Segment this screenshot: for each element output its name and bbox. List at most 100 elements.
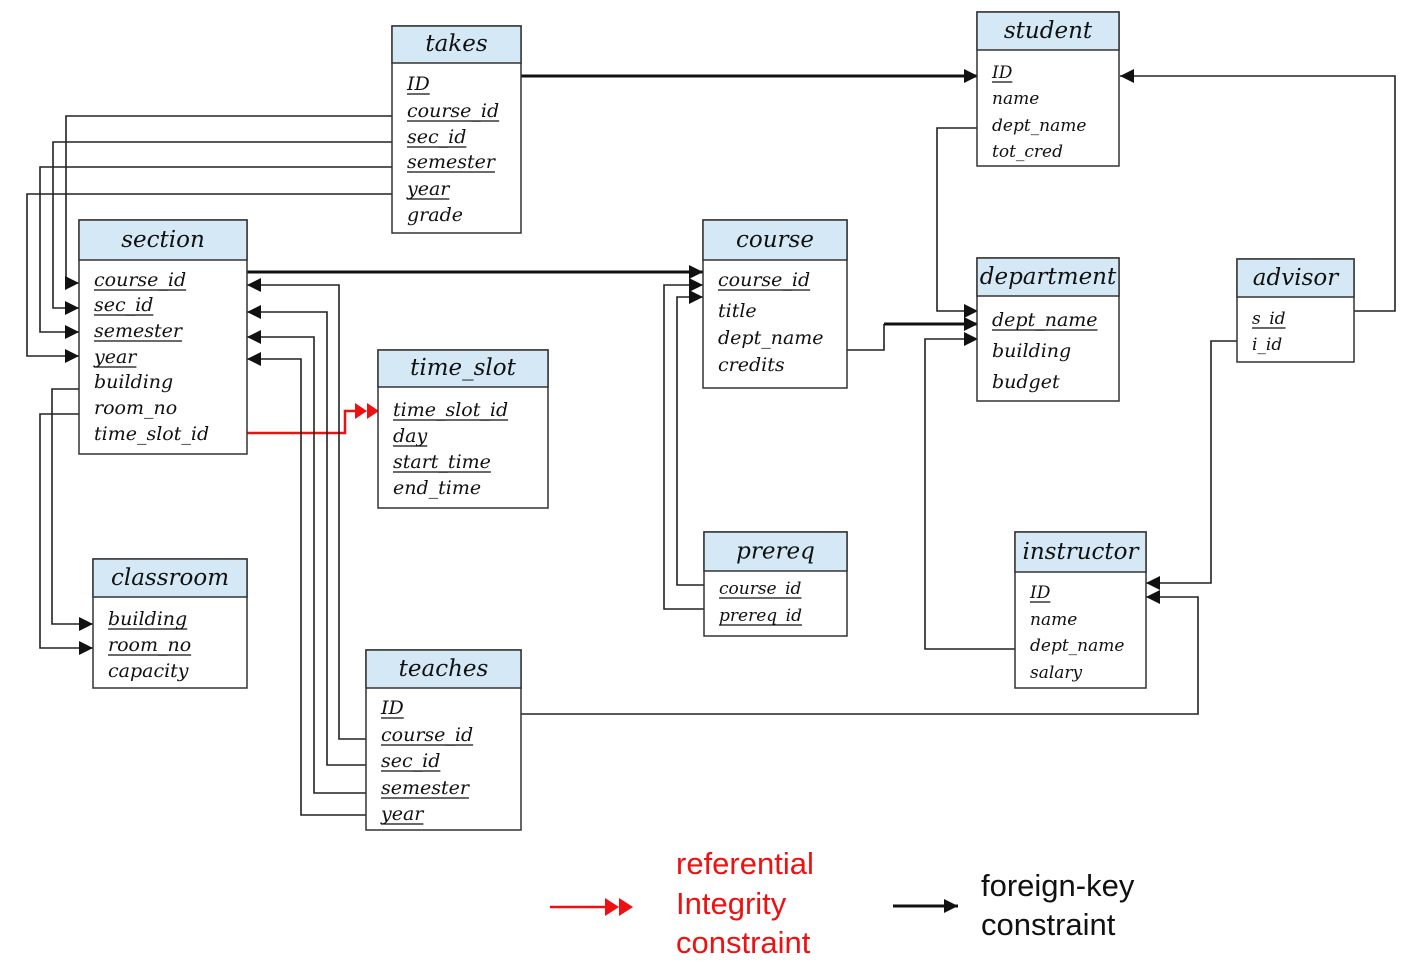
- attribute-time-slot-id: time_slot_id: [393, 399, 508, 421]
- attribute-semester: semester: [94, 320, 184, 342]
- table-title: course: [736, 227, 814, 253]
- legend-referential-line-2: Integrity: [676, 886, 787, 921]
- legend-referential-line-1: referential: [676, 846, 814, 881]
- attribute-course-id: course_id: [718, 269, 810, 291]
- table-section: sectioncourse_idsec_idsemesteryearbuildi…: [78, 219, 248, 455]
- table-header: [976, 257, 1120, 297]
- fk-takes-sec-id-to-section: [52, 141, 392, 315]
- attribute-semester: semester: [381, 777, 471, 799]
- attribute-dept-name: dept_name: [992, 116, 1086, 136]
- attribute-salary: salary: [1030, 663, 1083, 683]
- attribute-course-id: course_id: [407, 100, 499, 122]
- attribute-course-id: course_id: [719, 579, 802, 599]
- table-header: [92, 558, 248, 598]
- table-header: [377, 349, 549, 388]
- ri-double-arrowhead: [355, 403, 379, 419]
- table-title: time_slot: [410, 355, 517, 381]
- table-title: department: [980, 264, 1117, 290]
- attribute-semester: semester: [407, 151, 497, 173]
- legend-foreign-key: foreign-key constraint: [893, 868, 1135, 942]
- attribute-grade: grade: [407, 204, 463, 226]
- attribute-ID: ID: [1029, 583, 1051, 603]
- attribute-s-id: s_id: [1252, 309, 1286, 329]
- attribute-credits: credits: [718, 354, 785, 376]
- attribute-year: year: [406, 178, 451, 200]
- table-title: advisor: [1253, 265, 1340, 291]
- attribute-dept-name: dept_name: [718, 327, 824, 349]
- legend-foreign-key-line-1: foreign-key: [981, 868, 1135, 903]
- table-title: instructor: [1023, 539, 1141, 565]
- legend-referential-line-3: constraint: [676, 925, 811, 960]
- attribute-building: building: [992, 340, 1071, 362]
- attribute-sec-id: sec_id: [381, 750, 440, 772]
- fk-advisor-s-id-to-student: [1120, 69, 1396, 312]
- table-header: [1014, 531, 1147, 573]
- attribute-capacity: capacity: [108, 660, 189, 682]
- legend: referential Integrity constraint foreign…: [550, 846, 1135, 960]
- table-department: department dept_name building budget: [976, 257, 1120, 402]
- attribute-course-id: course_id: [94, 269, 186, 291]
- attribute-name: name: [992, 89, 1039, 109]
- table-title: teaches: [399, 656, 489, 682]
- attribute-room-no: room_no: [108, 634, 191, 656]
- fk-teaches-id-to-instructor: [521, 590, 1199, 715]
- attribute-title: title: [718, 300, 757, 322]
- table-header: [391, 25, 522, 64]
- table-header: [1236, 258, 1355, 298]
- fk-instructor-dept-to-department: [924, 332, 1015, 650]
- fk-student-dept-to-department: [936, 127, 978, 318]
- ri-section-time-slot-to-time-slot: [247, 409, 365, 435]
- attribute-ID: ID: [991, 63, 1013, 83]
- legend-double-arrowhead-icon: [605, 898, 633, 916]
- table-header: [702, 219, 848, 261]
- attribute-ID: ID: [406, 73, 430, 95]
- fk-course-dept-to-department-a: [847, 324, 885, 351]
- attribute-dept-name: dept_name: [992, 309, 1098, 331]
- attribute-i-id: i_id: [1252, 335, 1282, 355]
- fk-section-room-no-to-classroom: [39, 413, 93, 655]
- table-prereq: prereq course_id prereq_id: [703, 531, 848, 637]
- attribute-name: name: [1030, 610, 1077, 630]
- fk-prereq-prereq-id-to-course: [663, 278, 704, 610]
- attribute-room-no: room_no: [94, 397, 177, 419]
- fk-section-building-to-classroom: [51, 388, 93, 631]
- table-title: student: [1004, 18, 1093, 44]
- attribute-start-time: start_time: [393, 451, 491, 473]
- table-title: takes: [425, 31, 488, 57]
- fk-takes-year-to-section: [26, 193, 392, 363]
- attribute-prereq-id: prereq_id: [719, 606, 802, 626]
- fk-takes-course-id-to-section: [65, 115, 392, 290]
- attribute-building: building: [108, 608, 187, 630]
- table-title: prereq: [736, 539, 815, 565]
- table-header: [703, 531, 848, 572]
- table-title: section: [121, 227, 205, 253]
- table-header: [976, 11, 1120, 51]
- attribute-course-id: course_id: [381, 724, 473, 746]
- fk-advisor-i-id-to-instructor: [1146, 340, 1237, 590]
- table-advisor: advisor s_id i_id: [1236, 258, 1355, 363]
- legend-foreign-key-line-2: constraint: [981, 907, 1116, 942]
- attribute-dept-name: dept_name: [1030, 636, 1124, 656]
- attribute-sec-id: sec_id: [94, 294, 153, 316]
- attribute-budget: budget: [992, 371, 1060, 393]
- connectors: [26, 69, 1396, 816]
- attribute-end-time: end_time: [393, 477, 481, 499]
- fk-prereq-course-id-to-course: [676, 290, 704, 586]
- table-classroom: classroom building room_no capacity: [92, 558, 248, 689]
- fk-teaches-semester-to-section: [247, 330, 366, 794]
- table-title: classroom: [111, 565, 229, 591]
- attribute-ID: ID: [380, 697, 404, 719]
- attribute-time-slot-id: time_slot_id: [94, 423, 209, 445]
- fk-teaches-course-id-to-section: [247, 278, 366, 740]
- attribute-day: day: [393, 425, 427, 447]
- table-header: [365, 649, 522, 689]
- attribute-sec-id: sec_id: [407, 126, 466, 148]
